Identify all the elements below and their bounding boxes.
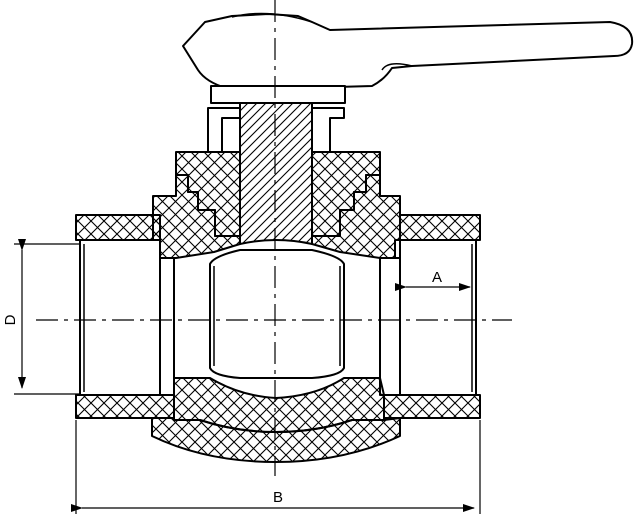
- handle-inner-edge: [231, 12, 313, 23]
- dim-a-label: A: [432, 269, 442, 286]
- lever-handle: [182, 13, 634, 89]
- left-union-nut-bottom: [75, 394, 175, 419]
- right-union-nut-bottom: [383, 394, 481, 419]
- handle-grip-edge: [381, 63, 413, 71]
- dim-d-label: D: [2, 314, 19, 325]
- stem-collar-left: [207, 107, 241, 153]
- left-socket-ring: [159, 257, 175, 396]
- left-union-nut: [75, 214, 161, 241]
- body-bottom-shell: [151, 417, 401, 463]
- stem: [239, 102, 313, 245]
- ball: [209, 249, 345, 379]
- right-socket-bore: [399, 239, 477, 396]
- handle-nut: [210, 85, 346, 104]
- body-upper-right: [311, 174, 401, 259]
- right-union-nut: [399, 214, 481, 241]
- dim-b-label: B: [273, 489, 283, 506]
- right-socket-ring: [379, 257, 401, 396]
- left-socket-bore: [79, 239, 161, 396]
- stem-collar-right: [311, 107, 345, 153]
